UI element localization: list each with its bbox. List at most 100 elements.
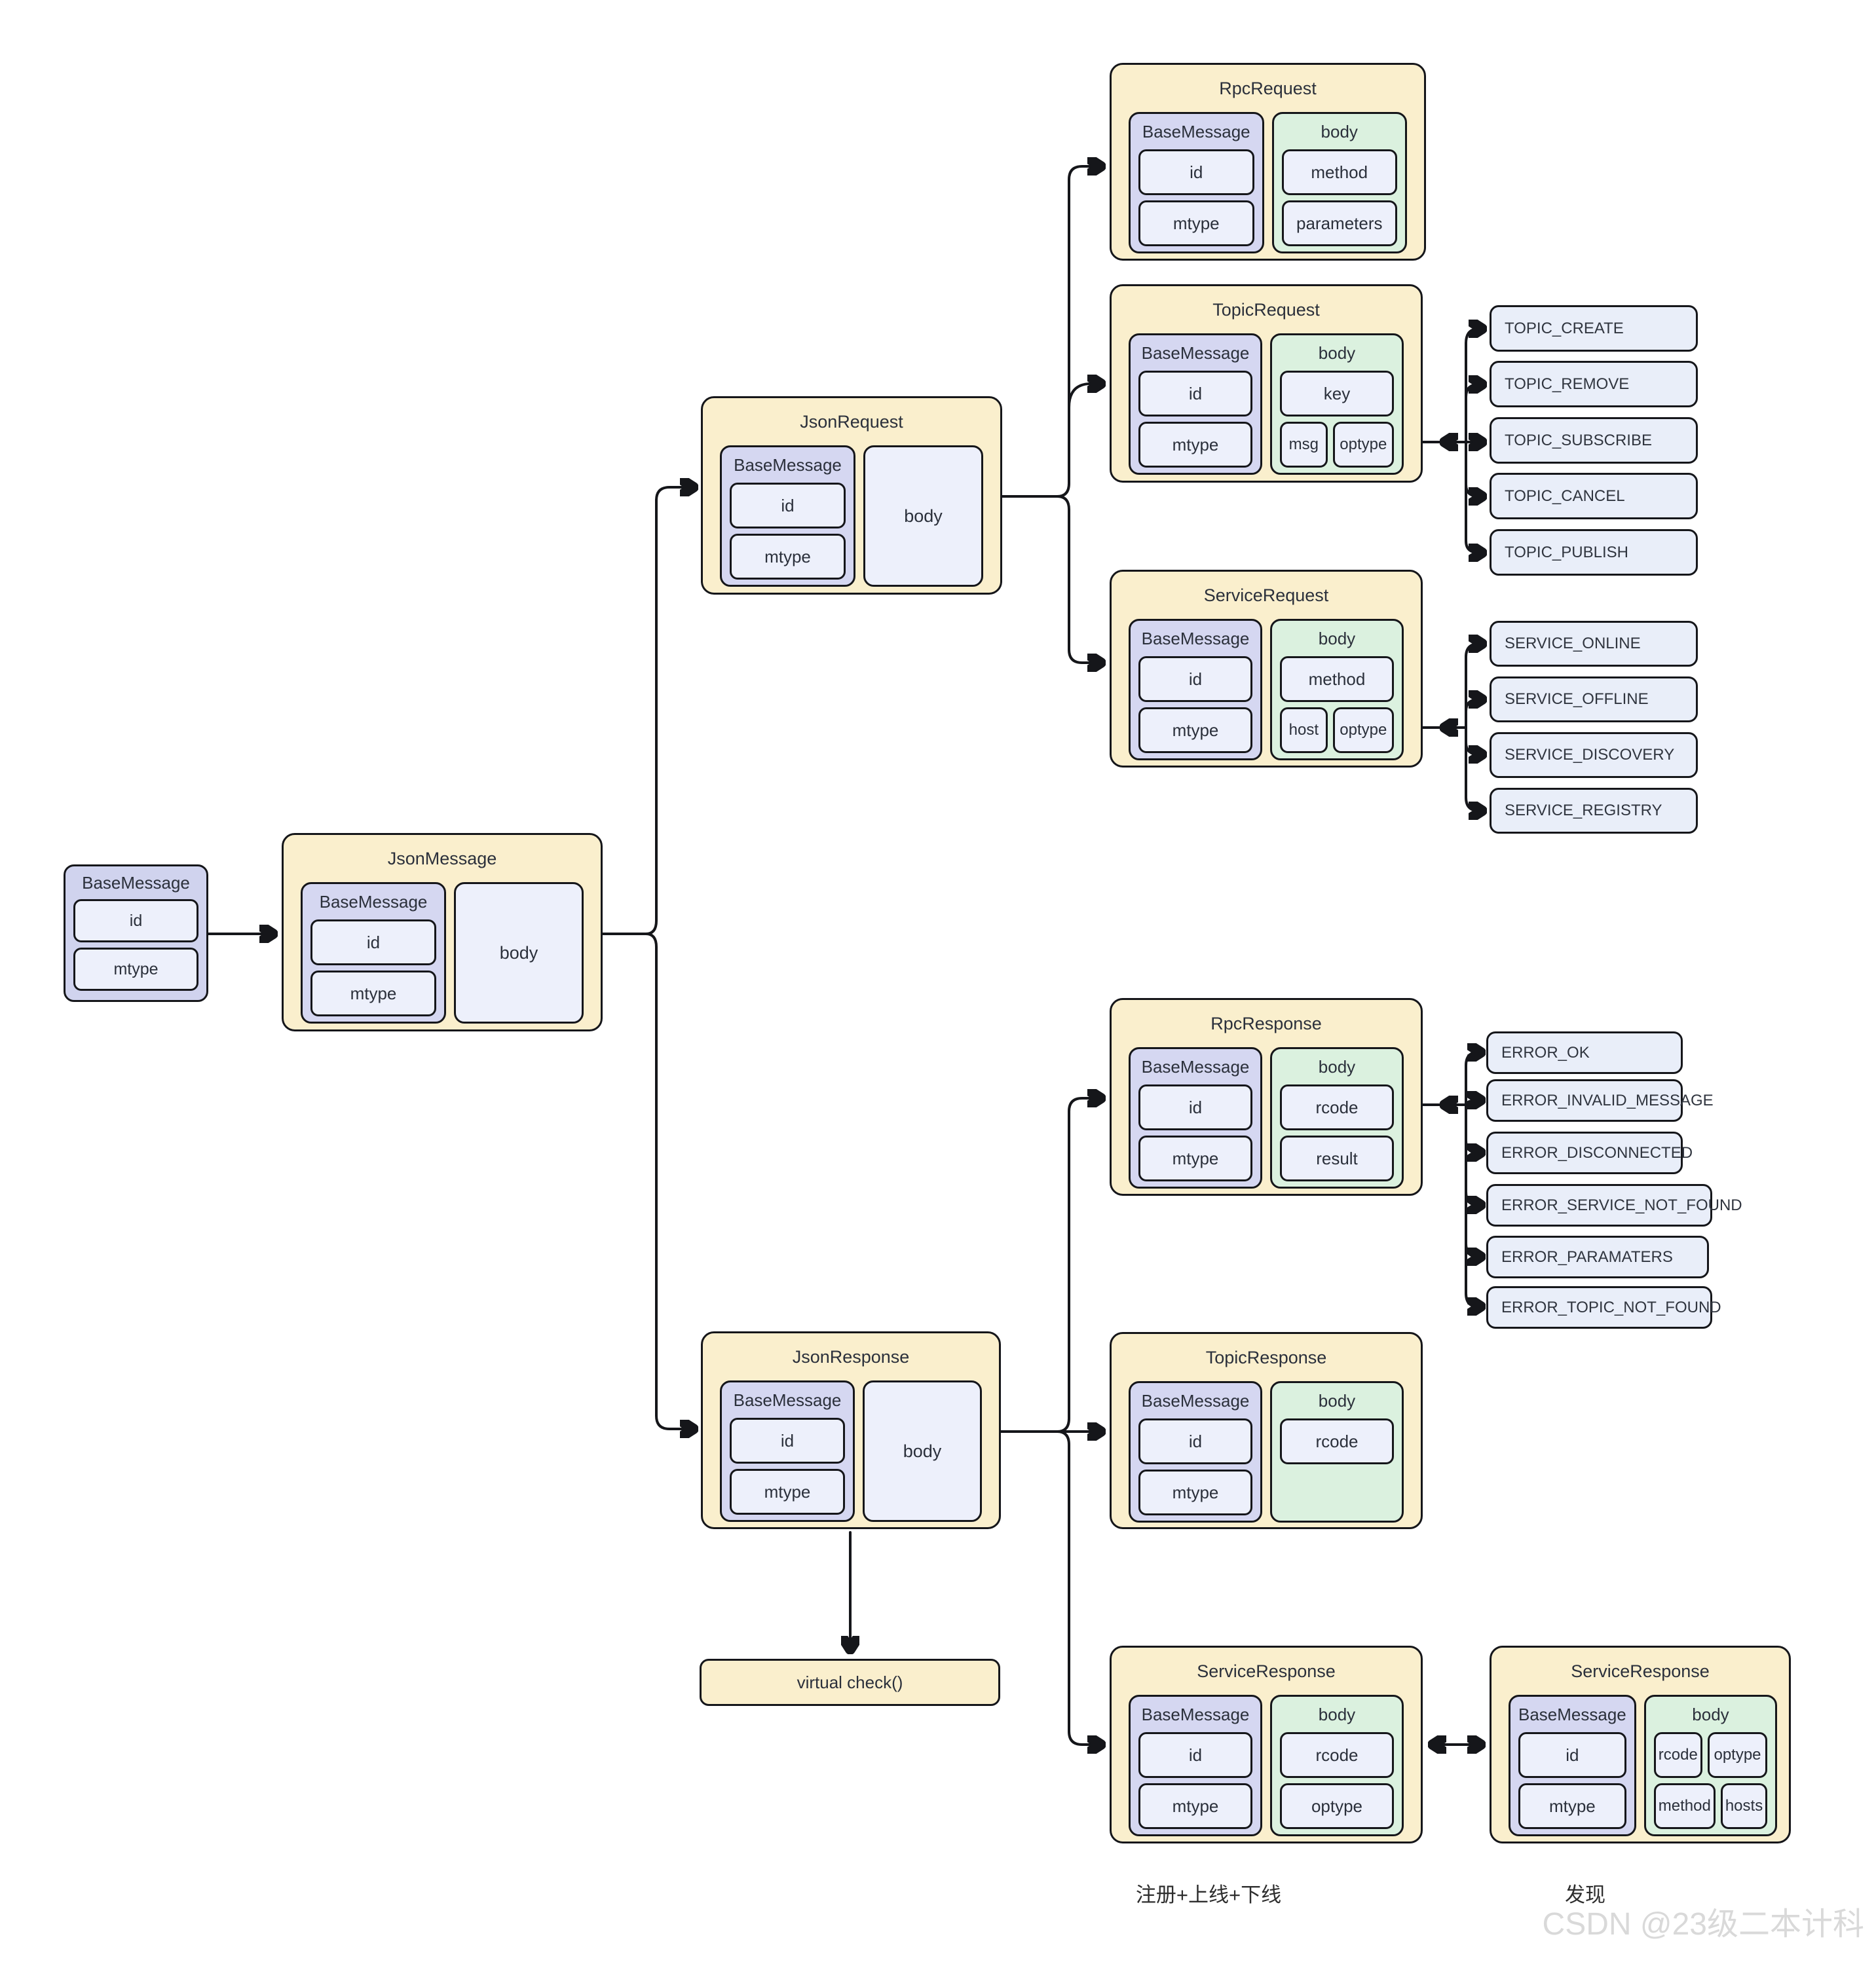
field-mtype: mtype xyxy=(73,948,198,991)
body-section: body key msg optype xyxy=(1270,333,1404,475)
arrow-to-topic-cancel xyxy=(1465,441,1482,496)
base-message-section: BaseMessage id mtype xyxy=(1129,1047,1262,1189)
field-mtype: mtype xyxy=(1138,422,1252,468)
field-id: id xyxy=(730,483,846,528)
sub-title: body xyxy=(1318,342,1356,363)
field-mtype: mtype xyxy=(1518,1783,1626,1829)
field-mtype: mtype xyxy=(310,971,436,1016)
field-id: id xyxy=(1138,149,1254,195)
arrow-to-serviceresponse xyxy=(1056,1430,1100,1745)
base-message-section: BaseMessage id mtype xyxy=(1129,112,1264,253)
field-hosts: hosts xyxy=(1720,1783,1768,1829)
field-mtype: mtype xyxy=(730,534,846,580)
enum-error-invalid-message: ERROR_INVALID_MESSAGE xyxy=(1486,1079,1714,1122)
base-message-section: BaseMessage id mtype xyxy=(301,882,446,1024)
field-id: id xyxy=(1138,1732,1252,1778)
field-id: id xyxy=(1138,1084,1252,1130)
arrow-to-rpcrequest xyxy=(1056,166,1100,498)
body-section: body xyxy=(454,882,584,1024)
arrow-to-service-discovery xyxy=(1465,726,1482,754)
field-optype: optype xyxy=(1707,1732,1768,1778)
field-id: id xyxy=(310,919,436,965)
class-title: RpcResponse xyxy=(1210,1013,1322,1033)
body-section: body rcode result xyxy=(1270,1047,1404,1189)
enum-service-discovery: SERVICE_DISCOVERY xyxy=(1490,732,1698,778)
class-title: ServiceRequest xyxy=(1203,585,1329,605)
enum-topic-publish: TOPIC_PUBLISH xyxy=(1490,529,1698,576)
caption-register: 注册+上线+下线 xyxy=(1135,1883,1282,1906)
sub-title: BaseMessage xyxy=(733,1390,842,1410)
sub-title: BaseMessage xyxy=(1141,342,1250,363)
sub-title: BaseMessage xyxy=(1142,121,1250,141)
class-title: JsonMessage xyxy=(387,848,497,868)
field-result: result xyxy=(1280,1136,1394,1181)
class-json-request: JsonRequest BaseMessage id mtype body xyxy=(701,396,1002,595)
sub-title: body xyxy=(1692,1704,1729,1724)
class-title: JsonResponse xyxy=(792,1346,910,1367)
field-mtype: mtype xyxy=(730,1469,845,1515)
arrow-to-servicerequest xyxy=(1056,495,1100,663)
enum-error-topic-not-found: ERROR_TOPIC_NOT_FOUND xyxy=(1486,1286,1721,1329)
field-rcode: rcode xyxy=(1280,1732,1394,1778)
class-json-response: JsonResponse BaseMessage id mtype body xyxy=(701,1331,1001,1529)
arrow-to-error-disconnected xyxy=(1465,1103,1480,1153)
arrow-split-to-jsonresponse xyxy=(645,933,693,1429)
field-mtype: mtype xyxy=(1138,200,1254,246)
enum-topic-subscribe: TOPIC_SUBSCRIBE xyxy=(1490,417,1698,464)
field-id: id xyxy=(1138,656,1252,702)
arrow-to-topic-create xyxy=(1465,329,1482,443)
field-method: method xyxy=(1653,1783,1716,1829)
class-json-message: JsonMessage BaseMessage id mtype body xyxy=(282,833,603,1031)
base-message-section: BaseMessage id mtype xyxy=(720,1380,855,1522)
field-id: id xyxy=(1138,371,1252,416)
field-optype: optype xyxy=(1332,422,1394,468)
arrow-to-rpcresponse xyxy=(1056,1098,1100,1433)
enum-service-registry: SERVICE_REGISTRY xyxy=(1490,788,1698,834)
field-mtype: mtype xyxy=(1138,1783,1252,1829)
arrow-to-service-registry xyxy=(1465,726,1482,811)
field-method: method xyxy=(1281,149,1397,195)
enum-error-paramaters: ERROR_PARAMATERS xyxy=(1486,1236,1709,1278)
field-mtype: mtype xyxy=(1138,1136,1252,1181)
sub-title: BaseMessage xyxy=(1141,1056,1250,1077)
base-message-section: BaseMessage id mtype xyxy=(720,445,855,587)
base-message-section: BaseMessage id mtype xyxy=(1129,333,1262,475)
enum-topic-create: TOPIC_CREATE xyxy=(1490,305,1698,352)
body-section: body xyxy=(863,445,983,587)
enum-service-online: SERVICE_ONLINE xyxy=(1490,621,1698,667)
class-service-response: ServiceResponse BaseMessage id mtype bod… xyxy=(1110,1646,1423,1843)
arrow-to-error-invalid xyxy=(1465,1100,1480,1105)
enum-error-disconnected: ERROR_DISCONNECTED xyxy=(1486,1132,1693,1174)
base-message-section: BaseMessage id mtype xyxy=(1509,1695,1636,1836)
sub-title: BaseMessage xyxy=(319,891,428,912)
arrow-split-to-jsonrequest xyxy=(645,487,693,935)
field-parameters: parameters xyxy=(1281,200,1397,246)
sub-title: body xyxy=(1321,121,1358,141)
sub-title: BaseMessage xyxy=(734,454,842,475)
csdn-watermark: CSDN @23级二本计科 xyxy=(1542,1907,1864,1942)
field-rcode: rcode xyxy=(1280,1084,1394,1130)
field-msg: msg xyxy=(1280,422,1328,468)
field-optype: optype xyxy=(1332,707,1394,753)
class-title: TopicRequest xyxy=(1212,299,1320,320)
sub-title: body xyxy=(1318,628,1356,648)
enum-error-service-not-found: ERROR_SERVICE_NOT_FOUND xyxy=(1486,1184,1742,1227)
base-message-section: BaseMessage id mtype xyxy=(1129,1695,1262,1836)
class-title: BaseMessage xyxy=(82,872,190,893)
class-title: RpcRequest xyxy=(1219,78,1317,98)
class-title: JsonRequest xyxy=(800,411,903,432)
sub-title: BaseMessage xyxy=(1141,628,1250,648)
arrow-to-error-paramaters xyxy=(1465,1103,1480,1257)
class-title: ServiceResponse xyxy=(1571,1661,1710,1681)
field-key: key xyxy=(1280,371,1394,416)
enum-service-offline: SERVICE_OFFLINE xyxy=(1490,676,1698,722)
field-rcode: rcode xyxy=(1280,1418,1394,1464)
enum-topic-remove: TOPIC_REMOVE xyxy=(1490,361,1698,407)
arrow-to-error-service-not-found xyxy=(1465,1103,1480,1205)
class-topic-response: TopicResponse BaseMessage id mtype body … xyxy=(1110,1332,1423,1529)
field-id: id xyxy=(1518,1732,1626,1778)
sub-title: BaseMessage xyxy=(1141,1704,1250,1724)
arrow-to-topicrequest xyxy=(1068,384,1100,409)
sub-title: body xyxy=(1318,1390,1356,1411)
body-section: body rcode optype method hosts xyxy=(1643,1695,1778,1836)
